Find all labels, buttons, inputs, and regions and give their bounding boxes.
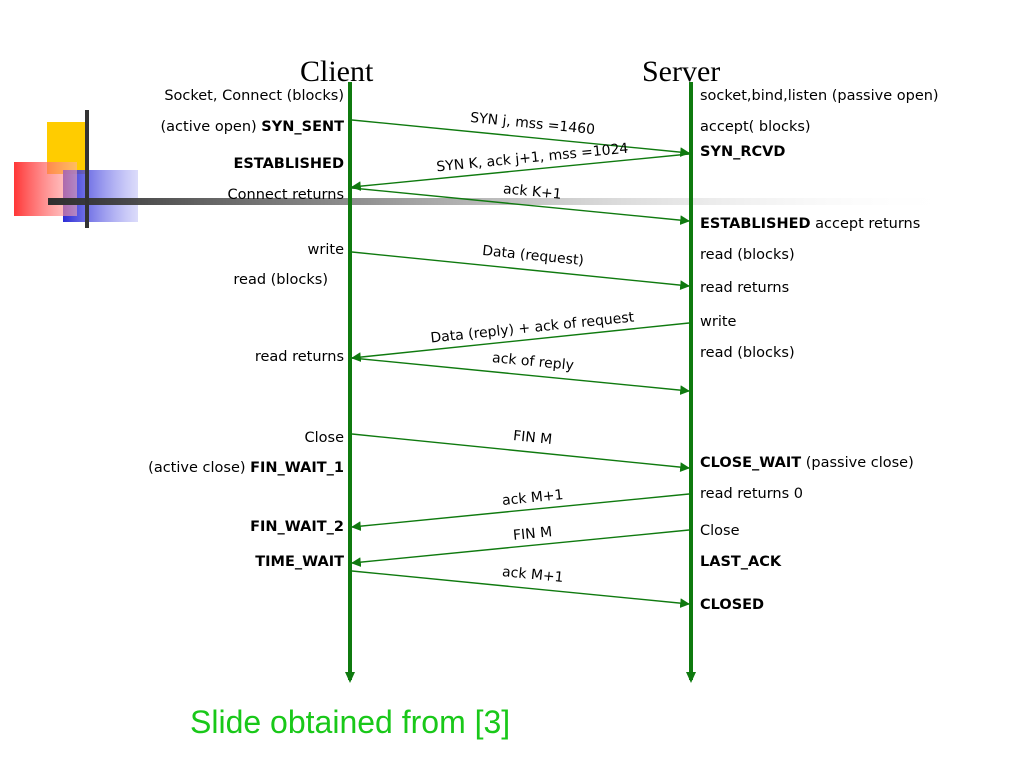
client-label-connect-returns: Connect returns (228, 186, 344, 204)
state-name: TIME_WAIT (255, 554, 344, 570)
server-label-close: Close (700, 522, 740, 540)
state-name: SYN_SENT (261, 119, 344, 135)
server-label-last-ack: LAST_ACK (700, 553, 781, 571)
label-text: Connect returns (227, 187, 344, 203)
label-text: read returns 0 (700, 486, 803, 502)
server-label-closed: CLOSED (700, 596, 764, 614)
state-name: ESTABLISHED (700, 216, 811, 232)
state-name: CLOSED (700, 597, 765, 613)
label-text: write (700, 314, 737, 330)
message-arrow-syn-j (351, 119, 690, 158)
state-name: FIN_WAIT_1 (250, 460, 344, 476)
message-arrow-data-request (351, 251, 690, 290)
label-text: write (307, 242, 344, 258)
label-text: accept returns (810, 216, 921, 232)
server-label-read-blocks: read (blocks) (700, 246, 795, 264)
client-label-active-close: (active close) FIN_WAIT_1 (148, 459, 344, 477)
label-text: Close (700, 523, 740, 539)
label-text: (passive close) (801, 455, 914, 471)
label-text: read returns (254, 349, 344, 365)
label-text: read (blocks) (700, 345, 795, 361)
label-text: Close (304, 430, 345, 446)
label-text: (active close) (148, 460, 251, 476)
server-header: Server (642, 55, 721, 88)
server-label-read-returns: read returns (700, 279, 789, 297)
footer-caption: Slide obtained from [3] (190, 704, 511, 740)
message-arrow-syn-k (351, 153, 690, 192)
server-label-write: write (700, 313, 736, 331)
label-text: Socket, Connect (blocks) (164, 88, 344, 104)
client-label-fin-wait-2: FIN_WAIT_2 (250, 518, 344, 536)
client-label-close: Close (305, 429, 345, 447)
client-label-write: write (308, 241, 344, 259)
message-arrow-ack-m1-2 (351, 570, 690, 609)
server-label-read-returns-0: read returns 0 (700, 485, 803, 503)
vertical-bar (85, 110, 89, 228)
label-text: socket,bind,listen (passive open) (700, 88, 939, 104)
red-square (14, 162, 77, 216)
client-label-active-open: (active open) SYN_SENT (161, 118, 345, 136)
client-label-read-returns: read returns (255, 348, 344, 366)
message-arrow-ack-m1-1 (351, 493, 690, 532)
server-label-read-blocks-2: read (blocks) (700, 344, 795, 362)
client-label-time-wait: TIME_WAIT (255, 553, 344, 571)
slide-decoration (14, 110, 960, 228)
label-text: accept( blocks) (700, 119, 811, 135)
message-arrow-fin-m-1 (351, 433, 690, 472)
state-name: ESTABLISHED (233, 156, 344, 172)
horizontal-band (48, 198, 960, 205)
client-label-established: ESTABLISHED (233, 155, 344, 173)
label-text: read (blocks) (700, 247, 795, 263)
state-name: FIN_WAIT_2 (250, 519, 344, 535)
message-arrow-ack-reply (351, 357, 690, 396)
label-text: read returns (700, 280, 790, 296)
message-label-fin-m-2: FIN M (512, 523, 553, 544)
server-label-accept-blocks: accept( blocks) (700, 118, 811, 136)
server-label-established-accept: ESTABLISHED accept returns (700, 215, 920, 233)
state-name: SYN_RCVD (700, 144, 786, 160)
server-label-close-wait: CLOSE_WAIT (passive close) (700, 454, 914, 472)
server-lifeline-arrow-icon (686, 672, 696, 683)
state-name: LAST_ACK (700, 554, 782, 570)
client-lifeline-arrow-icon (345, 672, 355, 683)
message-arrow-data-reply (351, 322, 690, 362)
label-text: read (blocks) (233, 272, 328, 288)
client-label-socket-connect: Socket, Connect (blocks) (164, 87, 344, 105)
client-header: Client (300, 55, 374, 88)
client-label-read-blocks: read (blocks) (233, 271, 328, 289)
message-arrow-ack-k (351, 187, 690, 226)
label-text: (active open) (160, 119, 262, 135)
message-arrow-fin-m-2 (351, 529, 690, 568)
state-name: CLOSE_WAIT (700, 455, 802, 471)
server-label-socket-bind-listen: socket,bind,listen (passive open) (700, 87, 939, 105)
server-label-syn-rcvd: SYN_RCVD (700, 143, 785, 161)
